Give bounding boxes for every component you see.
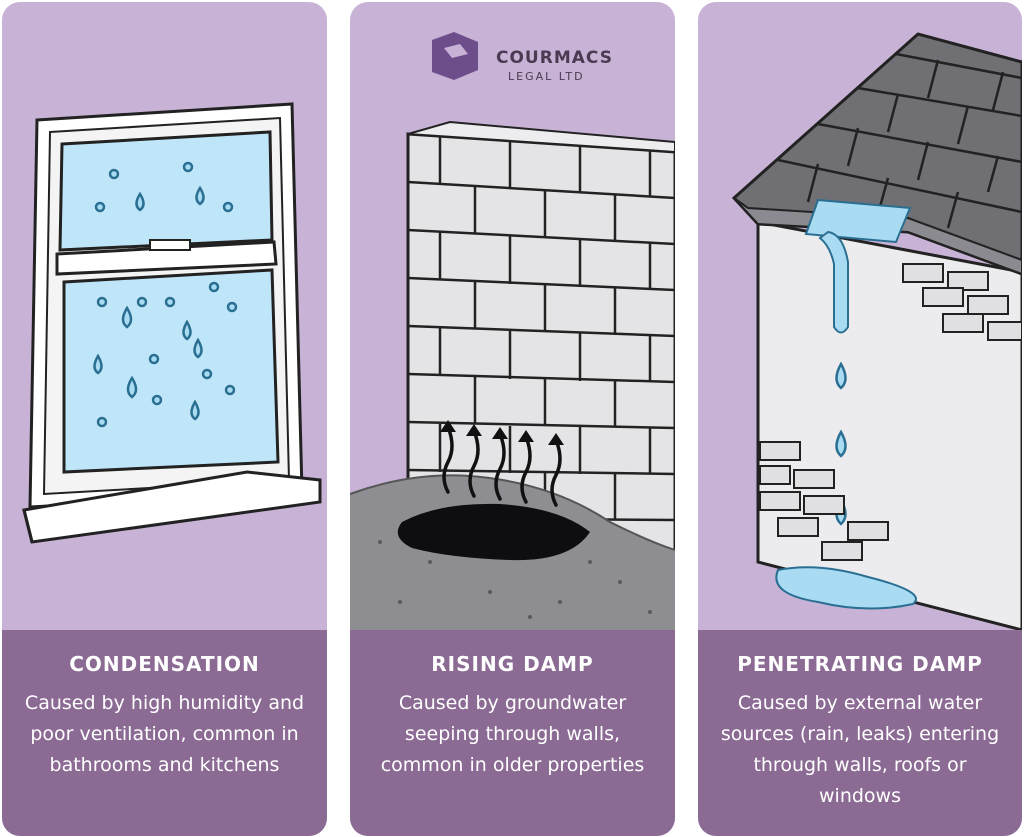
card-title: CONDENSATION [69, 652, 260, 676]
card-description: Caused by external water sources (rain, … [720, 692, 1000, 807]
brand-name: COURMACS [496, 48, 613, 68]
roof-leak-icon [731, 32, 1022, 630]
brand-logo: COURMACS LEGAL LTD [428, 28, 618, 92]
brand-sub: LEGAL LTD [508, 70, 585, 83]
caption-rising-damp: RISING DAMP Caused by groundwater seepin… [350, 630, 675, 836]
card-description: Caused by high humidity and poor ventila… [24, 692, 305, 776]
card-description: Caused by groundwater seeping through wa… [380, 692, 645, 776]
courmacs-logo-icon [432, 32, 478, 80]
card-condensation: CONDENSATION Caused by high humidity and… [2, 2, 327, 836]
brick-wall-rising-damp-icon [350, 32, 675, 630]
caption-penetrating-damp: PENETRATING DAMP Caused by external wate… [698, 630, 1022, 836]
caption-condensation: CONDENSATION Caused by high humidity and… [2, 630, 327, 836]
card-title: PENETRATING DAMP [737, 652, 983, 676]
window-condensation-icon [22, 102, 322, 544]
card-rising-damp: COURMACS LEGAL LTD RISING DAMP Caused by… [350, 2, 675, 836]
card-penetrating-damp: PENETRATING DAMP Caused by external wate… [698, 2, 1022, 836]
card-title: RISING DAMP [431, 652, 594, 676]
